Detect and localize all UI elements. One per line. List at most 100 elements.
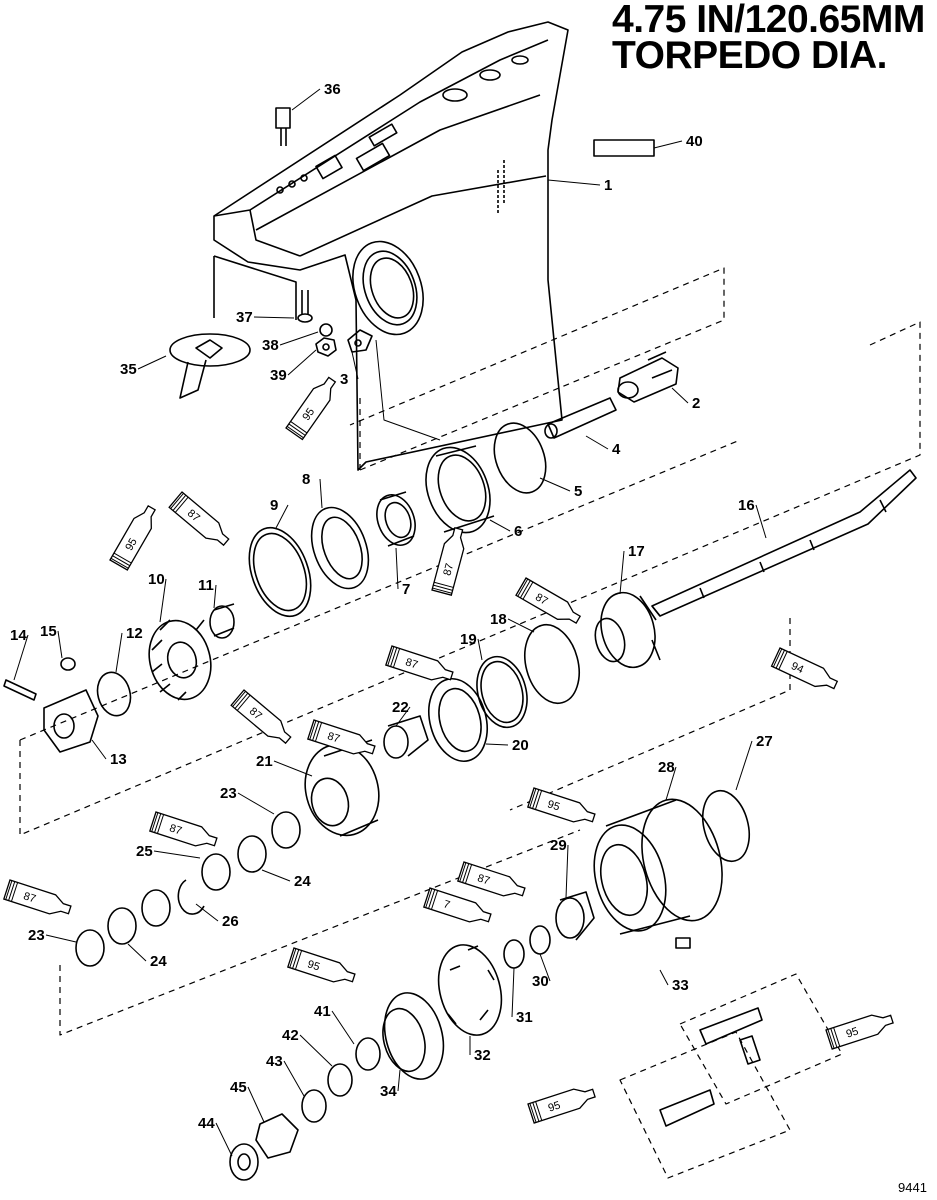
callout-42: 42 [282,1027,299,1044]
leader-line-38 [279,331,319,346]
leader-line-6 [489,519,511,532]
lubricant-tube-87: 87 [385,645,454,681]
lubricant-tube-87: 87 [457,861,526,897]
leader-line-19 [477,638,483,661]
lubricant-tube-95: 95 [527,787,596,823]
lubricant-tube-95: 95 [285,376,337,441]
leader-line-9 [275,504,289,529]
heading-line-1: 4.75 IN/120.65MM [612,0,925,41]
propeller-shaft-16 [651,469,917,617]
callout-17: 17 [628,543,645,560]
retaining-ring-26 [177,879,205,915]
callout-34: 34 [380,1083,397,1100]
leader-line-26 [195,903,219,922]
o-ring-18 [524,623,580,705]
leader-line-5 [539,477,571,492]
part-40-pad [593,139,655,157]
lubricant-code: 95 [306,958,321,973]
callout-6: 6 [514,523,522,540]
leader-line-18 [507,618,535,633]
leader-line-33 [659,969,669,986]
lubricant-tube-87: 87 [149,811,218,847]
leader-line-2 [671,387,689,404]
bearing-25 [141,853,231,927]
lubricant-code: 87 [476,872,491,887]
bolt-36 [275,107,291,146]
nut-39 [315,337,337,357]
assembly-guide-lines [19,267,921,1036]
lubricant-tube-94: 94 [770,647,839,690]
callout-26: 26 [222,913,239,930]
callout-45: 45 [230,1079,247,1096]
callout-7: 7 [402,581,410,598]
shift-shaft-4 [544,397,617,439]
shim-24b [107,907,137,945]
callout-19: 19 [460,631,477,648]
seal-9 [248,526,312,618]
tab-washer-45 [255,1113,299,1159]
torpedo-diameter-heading: 4.75 IN/120.65MM TORPEDO DIA. [612,0,925,75]
leader-line-1 [547,179,601,186]
leader-line-35 [137,355,167,370]
leader-line-3 [351,351,359,380]
lubricant-code: 87 [326,730,341,745]
callout-8: 8 [302,471,310,488]
callout-28: 28 [658,759,675,776]
shift-cam-3 [347,329,373,353]
callout-40: 40 [686,133,703,150]
forward-gear-10 [148,619,212,701]
lubricant-code: 87 [404,656,419,671]
lubricant-code: 95 [845,1025,860,1040]
callout-1: 1 [604,177,612,194]
shim-24a [237,835,267,873]
callout-13: 13 [110,751,127,768]
leader-line-40 [653,140,683,149]
leader-line-20 [485,743,509,746]
bearing-11 [209,603,235,639]
lubricant-code: 95 [546,798,561,813]
callout-11: 11 [198,577,214,594]
callout-25: 25 [136,843,153,860]
callout-12: 12 [126,625,143,642]
lubricant-tube-95: 95 [825,1014,894,1050]
lubricant-code: 7 [442,898,452,911]
callout-36: 36 [324,81,341,98]
lubricant-code: 95 [123,536,140,553]
lubricant-code: 87 [441,562,456,577]
o-ring-5 [493,422,547,494]
callout-22: 22 [392,699,409,716]
leader-line-10 [159,578,167,623]
insert-33 [675,937,691,949]
leader-line-11 [213,584,217,609]
leader-line-28 [665,766,677,801]
callout-20: 20 [512,737,529,754]
shim-20 [428,677,488,763]
leader-line-17 [619,550,625,595]
lubricant-code: 87 [533,591,550,608]
shift-coupler-2 [617,351,679,403]
lubricant-tube-95: 95 [287,947,356,983]
callout-43: 43 [266,1053,283,1070]
lubricant-tube-7: 7 [423,887,492,923]
callout-29: 29 [550,837,567,854]
leader-line-42 [299,1034,333,1067]
leader-line-43 [283,1060,305,1097]
washer-41 [355,1037,381,1071]
seal-30 [529,925,551,955]
tool-inserts [659,1007,763,1127]
leader-line-16 [755,504,767,539]
o-ring-27 [701,789,751,863]
figure-id: 9441 [898,1180,927,1195]
callout-37: 37 [236,309,253,326]
washer-38 [319,323,333,337]
leader-line-27 [735,740,753,791]
callout-2: 2 [692,395,700,412]
washer-23a [271,811,301,849]
leader-line-25 [153,850,201,859]
callout-23: 23 [220,785,237,802]
bearing-carrier-28 [593,798,723,935]
callout-14: 14 [10,627,27,644]
callout-41: 41 [314,1003,331,1020]
